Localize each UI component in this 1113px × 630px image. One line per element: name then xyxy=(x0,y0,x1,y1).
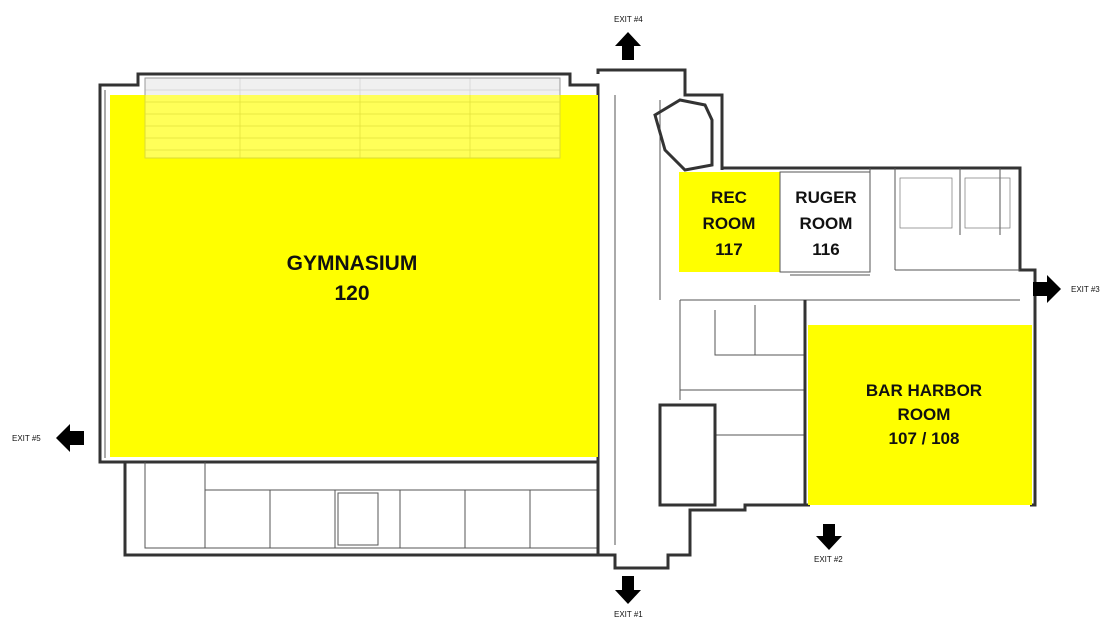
gymnasium-number: 120 xyxy=(334,282,369,305)
bar-harbor-number: 107 / 108 xyxy=(889,429,960,448)
exit-1[interactable]: EXIT #1 xyxy=(614,576,643,619)
bleacher-lines xyxy=(144,77,561,159)
bar-harbor-line2: ROOM xyxy=(898,405,951,424)
exit-2[interactable]: EXIT #2 xyxy=(814,524,843,564)
exit-5-label: EXIT #5 xyxy=(12,434,41,443)
arrow-right-icon xyxy=(1033,275,1061,303)
ruger-room-outline[interactable] xyxy=(779,171,871,273)
arrow-up-icon xyxy=(615,32,641,60)
exit-4[interactable]: EXIT #4 xyxy=(614,15,643,60)
exit-2-label: EXIT #2 xyxy=(814,555,843,564)
exit-5[interactable]: EXIT #5 xyxy=(12,424,84,452)
arrow-down-icon xyxy=(615,576,641,604)
rec-room-line2: ROOM xyxy=(703,214,756,233)
arrow-left-icon xyxy=(56,424,84,452)
ruger-room-number: 116 xyxy=(812,240,839,259)
exit-3-label: EXIT #3 xyxy=(1071,285,1100,294)
exit-4-label: EXIT #4 xyxy=(614,15,643,24)
rec-room-number: 117 xyxy=(715,240,742,259)
rec-room-line1: REC xyxy=(711,188,747,207)
arrow-down-icon xyxy=(816,524,842,550)
bar-harbor-room-label: BAR HARBOR ROOM 107 / 108 xyxy=(866,381,982,448)
ruger-room-line1: RUGER xyxy=(795,188,856,207)
gymnasium-name: GYMNASIUM xyxy=(287,252,418,275)
exit-3[interactable]: EXIT #3 xyxy=(1033,275,1100,303)
ruger-room-line2: ROOM xyxy=(800,214,853,233)
rec-room-label: REC ROOM 117 xyxy=(703,188,756,259)
gymnasium-label: GYMNASIUM 120 xyxy=(287,252,418,305)
bar-harbor-line1: BAR HARBOR xyxy=(866,381,982,400)
ruger-room-label: RUGER ROOM 116 xyxy=(795,188,856,259)
building-walls xyxy=(98,68,1037,570)
rec-room-area[interactable] xyxy=(679,172,780,272)
exit-1-label: EXIT #1 xyxy=(614,610,643,619)
gymnasium-area[interactable] xyxy=(110,95,598,457)
bar-harbor-room-area[interactable] xyxy=(808,325,1032,505)
